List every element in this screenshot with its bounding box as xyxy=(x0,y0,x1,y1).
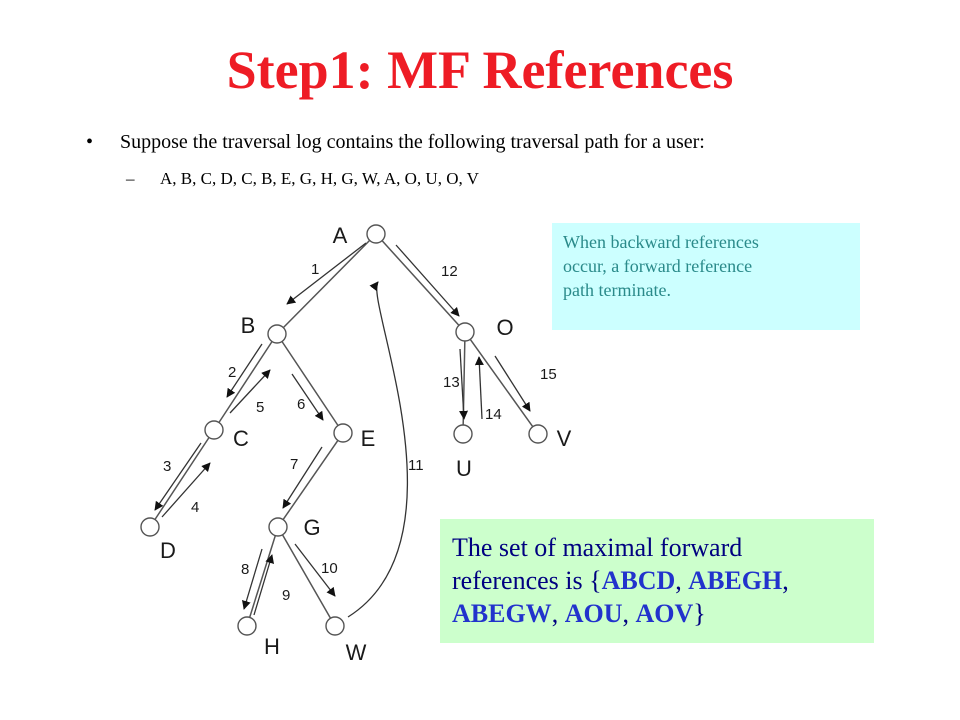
node-label-D: D xyxy=(160,538,176,563)
traversal-arrow-7 xyxy=(282,446,323,509)
step-number-6: 6 xyxy=(297,396,305,413)
bullet-marker: • xyxy=(86,131,94,153)
mf-line-1: The set of maximal forward xyxy=(452,531,868,564)
tree-node-B xyxy=(267,324,287,344)
traversal-arrow-4 xyxy=(161,462,211,518)
traversal-arrow-1 xyxy=(286,242,367,305)
tree-node-V xyxy=(528,424,548,444)
step-number-11: 11 xyxy=(408,457,424,474)
traversal-arrow-5 xyxy=(229,369,271,414)
traversal-arrow-3 xyxy=(154,442,202,511)
traversal-arrow-14 xyxy=(474,356,484,420)
note-line-3: path terminate. xyxy=(563,280,671,300)
node-label-A: A xyxy=(333,223,348,248)
step-number-14: 14 xyxy=(485,406,502,423)
node-label-C: C xyxy=(233,426,249,451)
mf-sep-1: , xyxy=(675,566,689,595)
traversal-arrow-2 xyxy=(226,343,263,398)
mf-line-2: references is {ABCD, ABEGH, xyxy=(452,564,868,597)
step-number-9: 9 xyxy=(282,587,290,604)
node-label-H: H xyxy=(264,634,280,659)
tree-node-U xyxy=(453,424,473,444)
mf-line-3: ABEGW, AOU, AOV} xyxy=(452,597,868,630)
step-number-13: 13 xyxy=(443,374,460,391)
mf-line-2-suffix: , xyxy=(782,566,789,595)
step-number-4: 4 xyxy=(191,499,199,516)
node-label-U: U xyxy=(456,456,472,481)
tree-edge-E-G xyxy=(282,439,339,521)
mf-line-3-suffix: } xyxy=(693,599,706,628)
bullet-text: Suppose the traversal log contains the f… xyxy=(120,131,705,153)
tree-node-D xyxy=(140,517,160,537)
tree-edge-B-E xyxy=(281,341,339,426)
tree-edge-B-C xyxy=(218,341,273,423)
note-line-2: occur, a forward reference xyxy=(563,256,753,276)
node-label-V: V xyxy=(557,426,572,451)
tree-node-A xyxy=(366,224,386,244)
backward-reference-note: When backward references occur, a forwar… xyxy=(552,223,860,330)
node-label-G: G xyxy=(303,515,320,540)
step-number-2: 2 xyxy=(228,364,236,381)
maximal-forward-references-note: The set of maximal forward references is… xyxy=(440,519,874,643)
traversal-arrow-8 xyxy=(242,548,263,610)
tree-edge-C-D xyxy=(154,437,210,520)
mf-line-2-prefix: references is { xyxy=(452,566,602,595)
step-number-1: 1 xyxy=(311,261,319,278)
tree-edge-G-H xyxy=(248,535,277,618)
mf-line-1-text: The set of maximal forward xyxy=(452,533,743,562)
mf-sep-2: , xyxy=(551,599,565,628)
node-label-O: O xyxy=(496,315,513,340)
tree-node-O xyxy=(455,322,475,342)
tree-node-H xyxy=(237,616,257,636)
step-number-10: 10 xyxy=(321,560,338,577)
traversal-arrow-15 xyxy=(494,355,531,412)
mf-ref-aou: AOU xyxy=(564,599,623,628)
mf-sep-3: , xyxy=(622,599,636,628)
note-line-1: When backward references xyxy=(563,232,759,252)
tree-edge-A-O xyxy=(381,240,460,326)
sub-bullet-marker: – xyxy=(126,169,135,188)
slide-title: Step1: MF References xyxy=(226,40,734,100)
node-label-W: W xyxy=(346,640,367,665)
traversal-arrow-13 xyxy=(459,348,469,420)
tree-node-C xyxy=(204,420,224,440)
mf-ref-abegw: ABEGW xyxy=(452,599,552,628)
step-number-15: 15 xyxy=(540,366,557,383)
node-label-B: B xyxy=(241,313,256,338)
traversal-arrow-6 xyxy=(291,373,324,421)
traversal-arrow-12 xyxy=(395,244,460,317)
tree-edge-O-V xyxy=(469,338,534,428)
tree-edge-G-W xyxy=(281,534,332,619)
mf-ref-aov: AOV xyxy=(635,599,694,628)
traversal-path-text: A, B, C, D, C, B, E, G, H, G, W, A, O, U… xyxy=(160,169,479,188)
tree-edge-A-B xyxy=(282,239,371,329)
tree-node-G xyxy=(268,517,288,537)
traversal-arrow-11 xyxy=(347,281,409,618)
step-number-12: 12 xyxy=(441,263,458,280)
step-number-8: 8 xyxy=(241,561,249,578)
step-number-3: 3 xyxy=(163,458,171,475)
traversal-arrow-10 xyxy=(294,543,336,597)
node-label-E: E xyxy=(361,426,376,451)
mf-ref-abcd: ABCD xyxy=(601,566,676,595)
mf-ref-abegh: ABEGH xyxy=(688,566,783,595)
step-number-7: 7 xyxy=(290,456,298,473)
traversal-arrow-9 xyxy=(253,554,274,616)
step-number-5: 5 xyxy=(256,399,264,416)
tree-node-W xyxy=(325,616,345,636)
tree-node-E xyxy=(333,423,353,443)
